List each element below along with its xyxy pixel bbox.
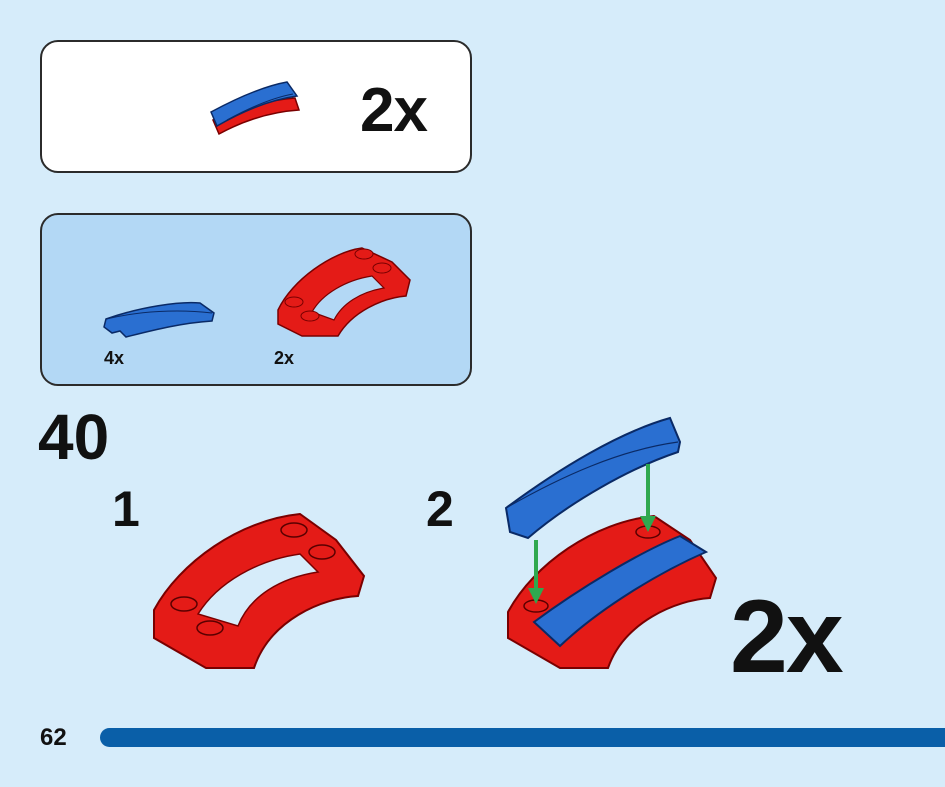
red-plate-assembly-icon bbox=[153, 512, 366, 669]
part-quantity: 4x bbox=[104, 348, 125, 368]
page-number: 62 bbox=[40, 724, 67, 751]
substep-label: 1 bbox=[112, 481, 140, 537]
build-multiplier: 2x bbox=[730, 579, 844, 695]
part-quantity: 2x bbox=[274, 348, 295, 368]
subassembly-result-panel: 2x bbox=[40, 40, 472, 173]
progress-bar bbox=[100, 728, 945, 747]
blue-slope-part-icon bbox=[103, 301, 215, 338]
substep-label: 2 bbox=[426, 481, 454, 537]
red-plate-part-icon bbox=[277, 247, 411, 337]
parts-list-panel: 4x 2x bbox=[40, 213, 472, 386]
slope-attach-assembly-icon bbox=[504, 416, 718, 669]
step-number: 40 bbox=[38, 401, 110, 473]
result-piece-icon bbox=[210, 81, 301, 136]
result-quantity: 2x bbox=[360, 76, 428, 145]
